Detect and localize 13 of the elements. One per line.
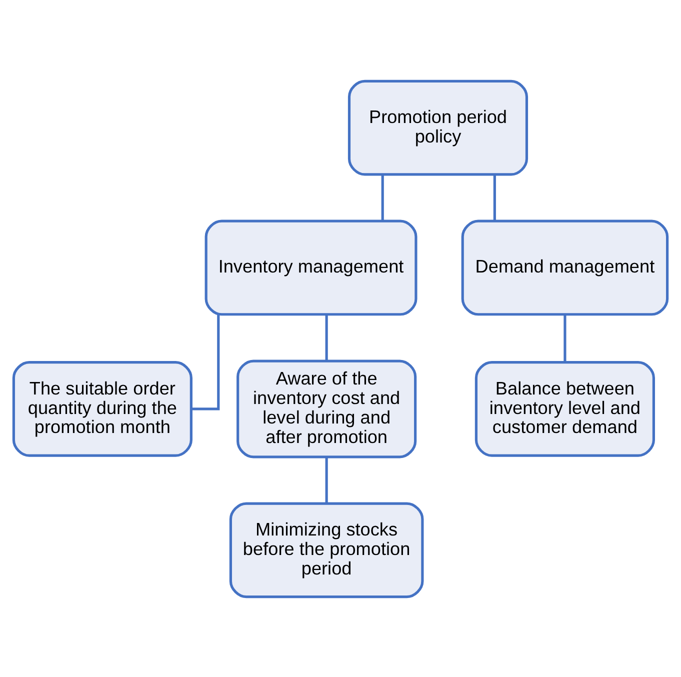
node-box: Demand management <box>461 219 669 316</box>
node-box: The suitable order quantity during the promotion month <box>12 360 192 456</box>
node-box: Aware of the inventory cost and level during and after promotion <box>236 359 417 458</box>
connector <box>192 314 220 410</box>
connector <box>325 456 328 503</box>
connector <box>493 174 496 220</box>
connector <box>381 174 384 220</box>
connector <box>325 314 328 360</box>
node-box: Balance between inventory level and customer demand <box>474 360 655 456</box>
connector <box>564 314 566 362</box>
node-box: Inventory management <box>204 219 418 316</box>
node-box: Minimizing stocks before the promotion period <box>229 502 424 598</box>
node-box: Promotion period policy <box>348 79 528 176</box>
